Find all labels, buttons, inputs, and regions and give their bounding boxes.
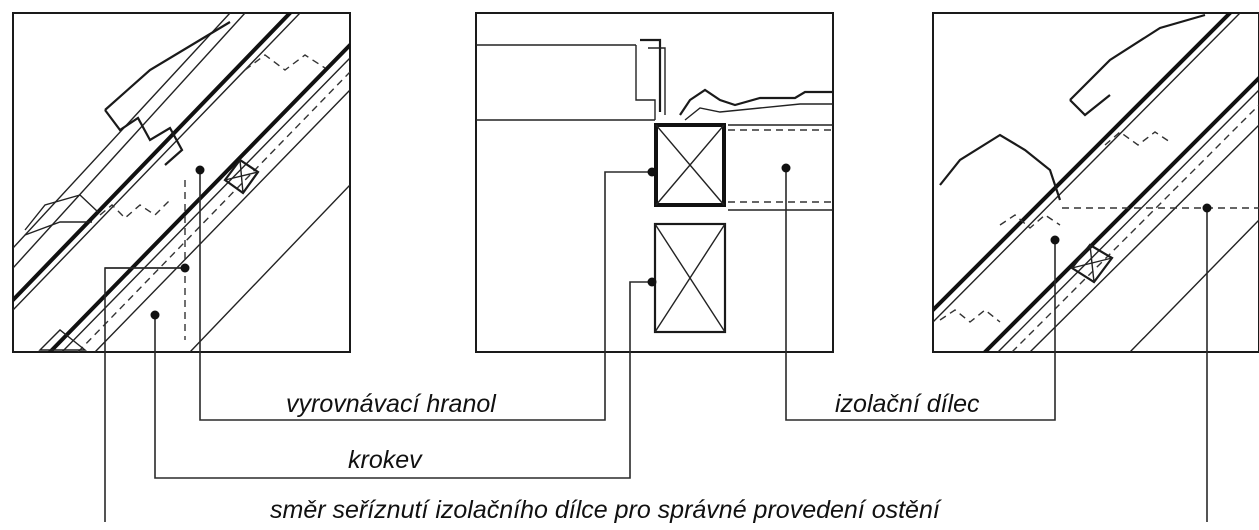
leader-lines <box>104 163 1212 522</box>
label-insulation-panel: izolační dílec <box>835 390 980 418</box>
label-balancing-prism: vyrovnávací hranol <box>286 390 497 418</box>
right-detail-panel <box>932 12 1259 353</box>
left-detail-panel <box>12 12 351 353</box>
middle-detail-panel <box>475 12 834 353</box>
label-rafter: krokev <box>348 446 423 474</box>
label-cut-direction: směr seříznutí izolačního dílce pro sprá… <box>270 496 942 524</box>
